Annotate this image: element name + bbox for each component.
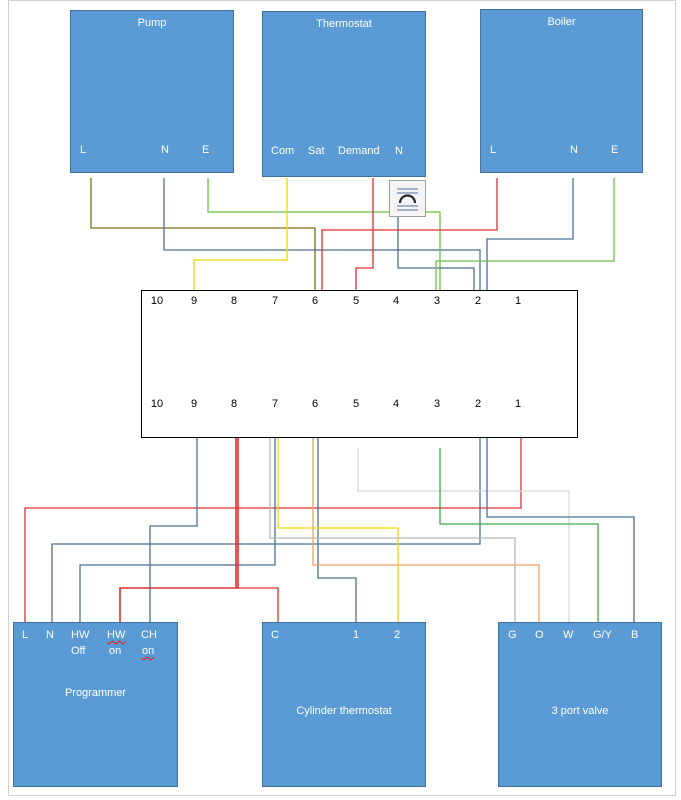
programmer-title: Programmer xyxy=(64,687,127,699)
valve-box: G O W G/Y B 3 port valve xyxy=(498,622,662,787)
strip-bottom-6: 6 xyxy=(311,398,319,410)
valve-terminal-o: O xyxy=(535,629,544,641)
wire-boiler-l xyxy=(321,178,498,290)
boiler-terminal-l: L xyxy=(490,144,497,156)
wire-prog-hwoff xyxy=(79,438,276,622)
wire-valve-b xyxy=(486,438,635,622)
strip-bottom-4: 4 xyxy=(392,398,400,410)
strip-top-6: 6 xyxy=(311,295,319,307)
wire-prog-hwon xyxy=(119,438,239,622)
wire-cyl-2 xyxy=(277,438,399,622)
wire-cyl-c xyxy=(238,587,279,622)
valve-terminal-b: B xyxy=(631,629,639,641)
valve-terminal-w: W xyxy=(563,629,574,641)
strip-bottom-1: 1 xyxy=(514,398,522,410)
strip-bottom-8: 8 xyxy=(230,398,238,410)
wire-valve-o xyxy=(312,438,540,622)
valve-title: 3 port valve xyxy=(551,705,609,717)
wire-thermostat-com xyxy=(193,178,288,290)
wire-boiler-e xyxy=(435,178,615,290)
valve-terminal-g: G xyxy=(508,629,517,641)
wire-boiler-n xyxy=(486,178,574,290)
pump-box: Pump L N E xyxy=(70,10,234,173)
pump-title: Pump xyxy=(137,17,167,29)
wire-valve-gy xyxy=(439,448,599,622)
strip-bottom-10: 10 xyxy=(150,398,164,410)
wire-prog-ch xyxy=(149,438,198,622)
strip-top-10: 10 xyxy=(150,295,164,307)
thermostat-terminal-sat: Sat xyxy=(308,145,325,157)
cylinder-terminal-2: 2 xyxy=(394,629,401,641)
thermostat-terminal-demand: Demand xyxy=(338,145,380,157)
strip-bottom-3: 3 xyxy=(433,398,441,410)
wire-thermostat-demand xyxy=(355,178,374,290)
strip-top-3: 3 xyxy=(433,295,441,307)
thermostat-title: Thermostat xyxy=(316,18,372,30)
thermostat-terminal-com: Com xyxy=(271,145,295,157)
strip-bottom-9: 9 xyxy=(190,398,198,410)
wire-cyl-1 xyxy=(317,438,357,622)
wire-pump-e xyxy=(207,178,441,290)
cylinder-thermostat-box: C 1 2 Cylinder thermostat xyxy=(262,622,426,787)
strip-bottom-2: 2 xyxy=(474,398,482,410)
programmer-terminal-on-label: on xyxy=(109,645,122,657)
programmer-terminal-ch-on-label: on xyxy=(142,645,155,657)
cylinder-thermostat-title: Cylinder thermostat xyxy=(296,705,392,717)
programmer-terminal-hw-on: HW xyxy=(107,629,126,641)
programmer-terminal-n: N xyxy=(46,629,54,641)
boiler-terminal-e: E xyxy=(611,144,619,156)
strip-top-1: 1 xyxy=(514,295,522,307)
pump-terminal-l: L xyxy=(80,144,87,156)
page-border xyxy=(8,0,676,796)
wire-valve-g xyxy=(269,438,516,622)
wire-pump-l xyxy=(90,178,316,290)
strip-bottom-7: 7 xyxy=(271,398,279,410)
wire-valve-w xyxy=(357,448,570,622)
cylinder-terminal-1: 1 xyxy=(353,629,360,641)
thermostat-box: Thermostat Com Sat Demand N xyxy=(262,11,426,177)
boiler-title: Boiler xyxy=(547,16,576,28)
junction-strip: 10 9 8 7 6 5 4 3 2 1 10 9 8 7 6 5 4 3 2 … xyxy=(141,290,578,438)
boiler-box: Boiler L N E xyxy=(480,9,643,173)
cylinder-terminal-c: C xyxy=(271,629,279,641)
thermostat-terminal-n: N xyxy=(395,145,403,157)
boiler-terminal-n: N xyxy=(570,144,578,156)
strip-top-7: 7 xyxy=(271,295,279,307)
pump-terminal-n: N xyxy=(161,144,169,156)
programmer-terminal-ch: CH xyxy=(141,629,157,641)
image-placeholder-icon xyxy=(389,180,426,217)
pump-terminal-e: E xyxy=(202,144,210,156)
programmer-terminal-hw-off: HW xyxy=(71,629,90,641)
strip-bottom-5: 5 xyxy=(352,398,360,410)
strip-top-5: 5 xyxy=(352,295,360,307)
strip-top-8: 8 xyxy=(230,295,238,307)
strip-top-2: 2 xyxy=(474,295,482,307)
valve-terminal-gy: G/Y xyxy=(593,629,612,641)
programmer-terminal-off-label: Off xyxy=(71,645,86,657)
wire-prog-l xyxy=(24,438,522,622)
programmer-terminal-l: L xyxy=(22,629,29,641)
strip-top-4: 4 xyxy=(392,295,400,307)
wire-prog-n xyxy=(51,438,481,622)
programmer-box: L N HW HW CH Off on on Programmer xyxy=(13,622,178,787)
strip-top-9: 9 xyxy=(190,295,198,307)
